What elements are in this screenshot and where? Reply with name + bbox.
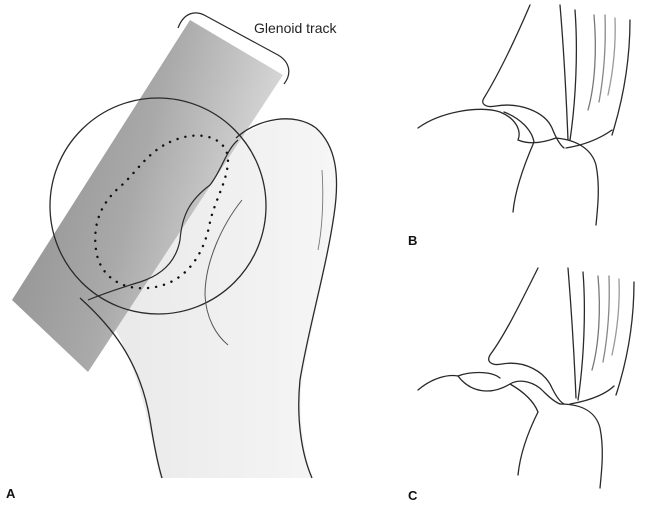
panel-c-defect-edge xyxy=(458,373,500,379)
panel-b-joint-line xyxy=(566,130,612,148)
panel-b-glenoid xyxy=(483,5,564,148)
panel-b-humerus-left xyxy=(513,142,534,212)
panel-c-fiber-2 xyxy=(592,276,599,370)
panel-c-head-curve xyxy=(510,384,538,412)
panel-b-humeral-head xyxy=(418,109,556,142)
panel-c-fiber-1 xyxy=(578,272,584,400)
glenoid-track-label: Glenoid track xyxy=(254,20,336,36)
panel-c-humeral-head xyxy=(418,376,560,404)
panel-label-a: A xyxy=(6,486,15,501)
panel-a-humerus-drawing xyxy=(12,13,337,478)
panel-b-glenoid-back xyxy=(560,5,568,140)
panel-c-humerus-left xyxy=(518,412,538,475)
panel-c-fiber-4 xyxy=(612,279,619,355)
panel-b-fiber-4 xyxy=(608,18,615,95)
panel-c-glenoid xyxy=(489,268,564,404)
panel-b-fiber-3 xyxy=(599,15,605,102)
panel-b-drawing xyxy=(418,5,630,225)
panel-c-humerus-right xyxy=(560,404,602,488)
panel-label-c: C xyxy=(408,488,417,503)
panel-b-humerus-right xyxy=(556,138,598,225)
panel-b-fiber-1 xyxy=(570,10,576,140)
panel-b-fiber-2 xyxy=(588,15,595,110)
panel-c-glenoid-back xyxy=(568,268,576,398)
panel-c-joint-line xyxy=(570,386,614,404)
panel-label-b: B xyxy=(408,233,417,248)
panel-c-fiber-3 xyxy=(603,276,609,362)
panel-c-drawing xyxy=(418,268,634,488)
